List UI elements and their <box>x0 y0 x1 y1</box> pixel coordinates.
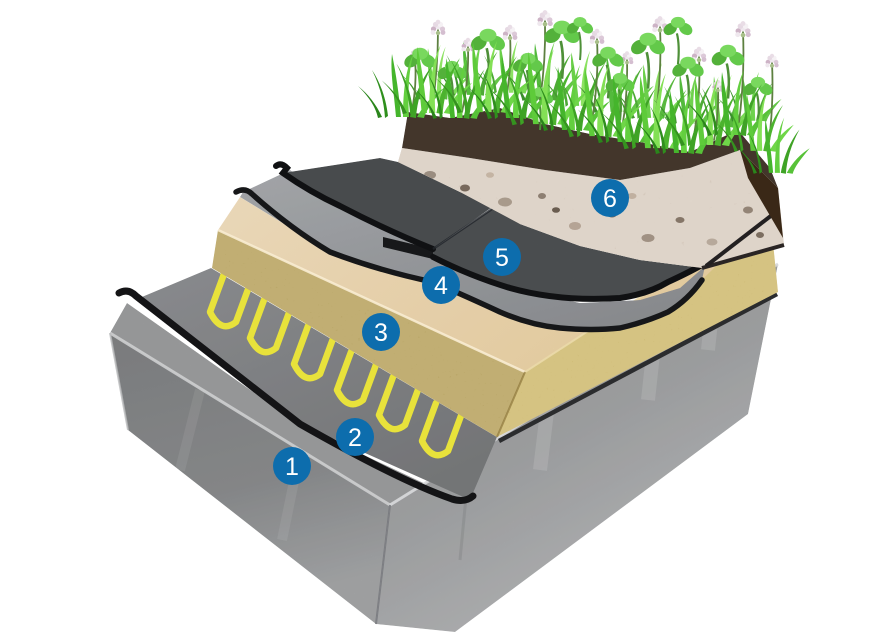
layer-marker-label-4: 4 <box>434 272 448 300</box>
adhesive-bead-lines <box>206 270 466 459</box>
layer-markers: 1 2 3 4 5 6 <box>273 179 629 485</box>
layer-marker-6 <box>591 179 629 217</box>
layer-marker-2 <box>336 418 374 456</box>
vegetation <box>358 10 810 174</box>
layer-marker-label-3: 3 <box>374 319 388 347</box>
underlay-curled-edge <box>233 187 705 333</box>
soil-end-face <box>740 150 783 238</box>
layer6-substrate <box>398 148 785 270</box>
cap-sheet-lap-step <box>383 237 433 259</box>
layer-marker-label-2: 2 <box>348 424 362 452</box>
membrane-edge-under-insulation <box>497 292 779 443</box>
layer-marker-label-1: 1 <box>285 453 299 481</box>
cap-sheet-edge-right <box>430 254 710 302</box>
cap-sheet-curled-edge-left <box>273 161 436 252</box>
membrane-curled-edge <box>115 287 477 504</box>
substrate-base-line <box>701 243 785 270</box>
layer-marker-4 <box>422 266 460 304</box>
layer-marker-label-5: 5 <box>495 244 509 272</box>
concrete-front-bevel <box>109 331 391 507</box>
layer-marker-3 <box>362 313 400 351</box>
insulation-front-top-edge <box>217 228 526 374</box>
layer-marker-5 <box>483 238 521 276</box>
cap-sheet-seam <box>432 205 496 251</box>
layer-marker-1 <box>273 447 311 485</box>
layer-marker-label-6: 6 <box>603 185 617 213</box>
